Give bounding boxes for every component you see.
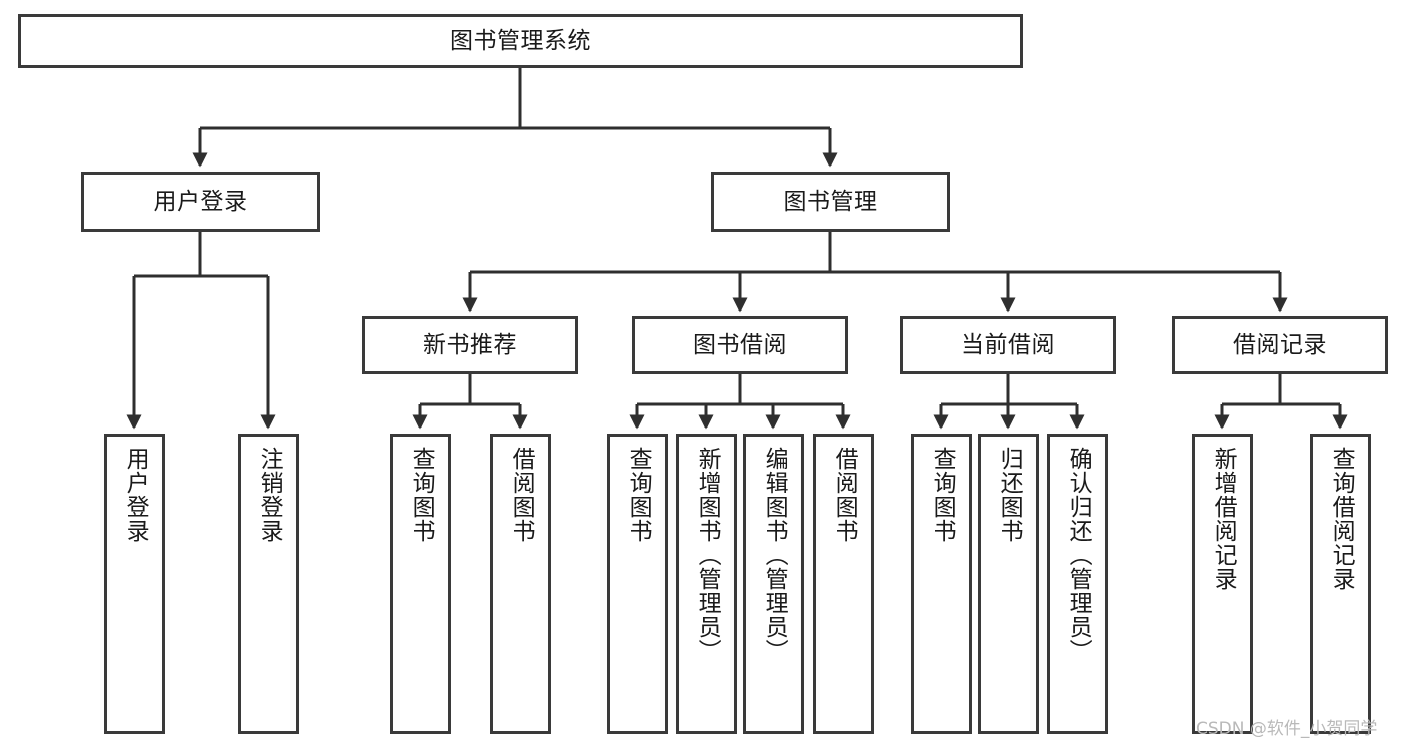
- node-leaf-logout-login-label: 注销登录: [256, 447, 283, 543]
- node-leaf-add-book-admin[interactable]: 新增图书（管理员）: [676, 434, 737, 734]
- node-leaf-add-borrow-record-label: 新增借阅记录: [1210, 447, 1237, 591]
- node-leaf-borrow-book-2[interactable]: 借阅图书: [813, 434, 874, 734]
- node-leaf-borrow-book-2-label: 借阅图书: [831, 447, 858, 543]
- node-leaf-user-login-label: 用户登录: [122, 447, 149, 543]
- node-leaf-confirm-return-admin-label: 确认归还（管理员）: [1065, 447, 1092, 663]
- node-leaf-add-book-admin-label: 新增图书（管理员）: [694, 447, 721, 663]
- node-leaf-edit-book-admin-label: 编辑图书（管理员）: [761, 447, 788, 663]
- node-leaf-logout-login[interactable]: 注销登录: [238, 434, 299, 734]
- node-leaf-query-book-3[interactable]: 查询图书: [911, 434, 972, 734]
- node-leaf-add-borrow-record[interactable]: 新增借阅记录: [1192, 434, 1253, 734]
- node-leaf-borrow-book-1-label: 借阅图书: [508, 447, 535, 543]
- node-leaf-query-book-1[interactable]: 查询图书: [390, 434, 451, 734]
- node-book-borrow-label: 图书借阅: [693, 331, 787, 358]
- node-borrow-record-label: 借阅记录: [1233, 331, 1327, 358]
- node-borrow-record[interactable]: 借阅记录: [1172, 316, 1388, 374]
- node-leaf-query-book-1-label: 查询图书: [408, 447, 435, 543]
- node-book-borrow[interactable]: 图书借阅: [632, 316, 848, 374]
- node-book-management-label: 图书管理: [783, 188, 878, 215]
- node-root-label: 图书管理系统: [450, 27, 591, 54]
- node-leaf-user-login[interactable]: 用户登录: [104, 434, 165, 734]
- node-user-login-label: 用户登录: [153, 188, 248, 215]
- node-user-login[interactable]: 用户登录: [81, 172, 320, 232]
- node-book-management[interactable]: 图书管理: [711, 172, 950, 232]
- node-new-book-recommend-label: 新书推荐: [423, 331, 517, 358]
- node-leaf-query-book-3-label: 查询图书: [929, 447, 956, 543]
- node-leaf-query-book-2-label: 查询图书: [625, 447, 652, 543]
- node-current-borrow[interactable]: 当前借阅: [900, 316, 1116, 374]
- watermark-text: CSDN @软件_小贺同学: [1196, 719, 1378, 739]
- node-root[interactable]: 图书管理系统: [18, 14, 1023, 68]
- node-leaf-edit-book-admin[interactable]: 编辑图书（管理员）: [743, 434, 804, 734]
- node-leaf-query-borrow-record[interactable]: 查询借阅记录: [1310, 434, 1371, 734]
- node-leaf-query-book-2[interactable]: 查询图书: [607, 434, 668, 734]
- node-leaf-return-book[interactable]: 归还图书: [978, 434, 1039, 734]
- node-new-book-recommend[interactable]: 新书推荐: [362, 316, 578, 374]
- node-leaf-borrow-book-1[interactable]: 借阅图书: [490, 434, 551, 734]
- node-leaf-query-borrow-record-label: 查询借阅记录: [1328, 447, 1355, 591]
- node-leaf-return-book-label: 归还图书: [996, 447, 1023, 543]
- node-leaf-confirm-return-admin[interactable]: 确认归还（管理员）: [1047, 434, 1108, 734]
- node-current-borrow-label: 当前借阅: [961, 331, 1055, 358]
